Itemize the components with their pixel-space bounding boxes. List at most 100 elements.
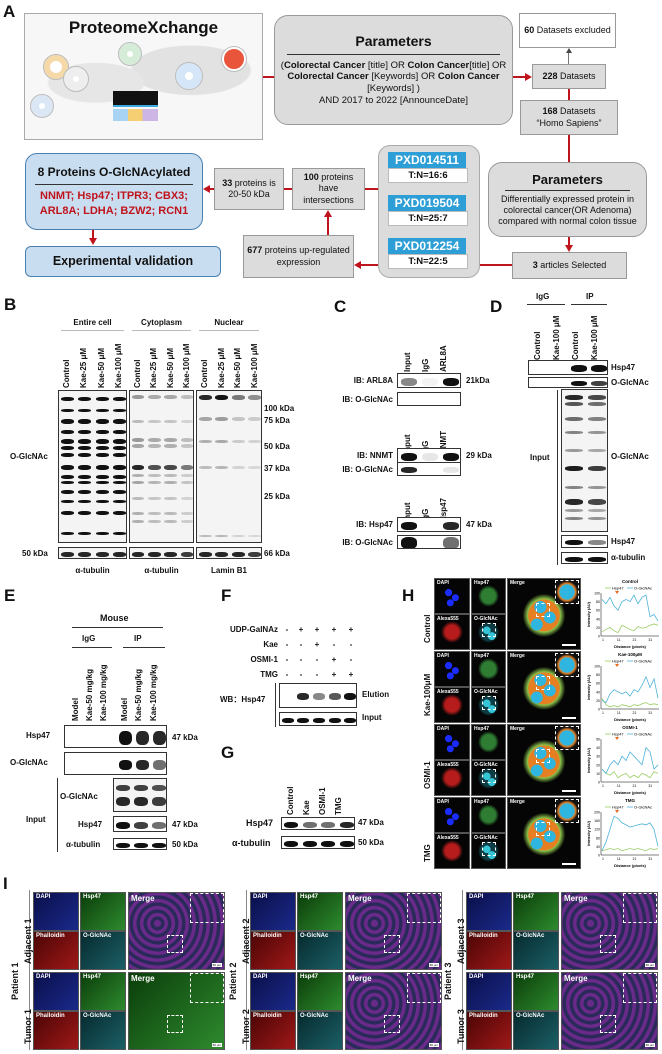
x-tick-label: 31	[648, 638, 652, 642]
y-tick-label: 80	[596, 673, 600, 677]
proteomexchange-title: ProteomeXchange	[68, 18, 219, 37]
y-tick-label: 20	[596, 626, 600, 630]
y-tick-label: 80	[596, 836, 600, 840]
blot-band	[339, 821, 354, 828]
blot-band	[61, 474, 75, 479]
blot-band	[78, 396, 92, 401]
blot-band	[588, 394, 607, 400]
panorama-logo-icon	[30, 94, 54, 118]
blot-band	[164, 465, 177, 470]
blot-band	[116, 821, 130, 829]
inset-zoom	[623, 973, 657, 1003]
group-header: Entire cell	[73, 318, 112, 327]
blot-band	[112, 430, 126, 435]
plot-title: Kae-100μM	[618, 652, 642, 657]
input-label: Input	[530, 453, 550, 462]
mw-marker: 25 kDa	[264, 492, 290, 501]
elution-blot	[279, 683, 357, 708]
blot-band	[564, 416, 583, 421]
hsp47-image: Hsp47	[471, 724, 506, 760]
channel-label: O-GlcNAc	[516, 1013, 545, 1019]
y-tick-label: 120	[594, 828, 600, 832]
blot-band	[231, 416, 245, 421]
lane-label: ARL8A	[439, 345, 448, 372]
y-tick-label: 60	[596, 609, 600, 613]
patient-label: Patient 3	[443, 962, 453, 1000]
alpha-tubulin-blot	[58, 547, 127, 559]
blot-row-label: Hsp47	[246, 818, 274, 828]
panel-label-i: I	[3, 874, 8, 893]
hsp47-image: Hsp47	[471, 797, 506, 833]
lane-label: Kae-25 μM	[79, 347, 89, 388]
blot-band	[164, 473, 177, 477]
scale-bar	[562, 863, 576, 865]
y-tick-label: 160	[594, 819, 600, 823]
arrow-down-icon	[565, 245, 573, 252]
ib-label: IB: Hsp47	[356, 520, 393, 529]
blot-band	[180, 395, 193, 400]
blot-band	[302, 821, 317, 828]
blot-band	[131, 444, 145, 449]
mw-marker: 75 kDa	[264, 416, 290, 425]
legend-label: Hsp47	[612, 732, 624, 737]
oglcnac-image: O-GlcNAc	[80, 931, 126, 970]
blot-band	[248, 439, 261, 443]
peptideatlas-logo-icon	[43, 54, 69, 80]
dapi-image: DAPI	[250, 972, 296, 1011]
blot-band	[215, 551, 228, 557]
y-tick-label: 10	[596, 772, 600, 776]
blot-band	[78, 430, 92, 435]
blot-band	[164, 437, 177, 442]
scale-bar	[562, 644, 576, 646]
x-axis-label: Distance (pixels)	[614, 863, 646, 868]
dapi-image: DAPI	[434, 724, 470, 760]
condition-sign: -	[299, 670, 303, 679]
jpost-logo-icon	[222, 47, 246, 71]
articles-count: 3	[532, 259, 538, 270]
hsp47-image: Hsp47	[80, 892, 126, 931]
lane-label: Input	[403, 352, 412, 372]
zoom-region	[482, 842, 496, 856]
channel-label: Merge	[564, 974, 588, 983]
alpha-tubulin-blot	[129, 547, 194, 559]
panel-label-e: E	[4, 586, 16, 605]
hsp47-image: Hsp47	[513, 892, 559, 931]
oglcnac-blot-entire-cell	[58, 390, 127, 543]
size-filter-box: 33 proteins is 20-50 kDa	[214, 168, 284, 210]
y-tick-label: 100	[594, 592, 600, 596]
blot-band	[564, 485, 583, 489]
pxd-id: PXD019504	[388, 195, 466, 211]
parameters2-title: Parameters	[532, 171, 603, 187]
x-axis-label: Distance (pixels)	[614, 717, 646, 722]
blot-band	[164, 420, 177, 424]
condition-sign: -	[349, 655, 353, 664]
mw-marker: 47 kDa	[466, 520, 492, 529]
blot-band	[61, 409, 75, 413]
blot-band	[588, 485, 607, 489]
lane-label: Kae	[302, 800, 311, 815]
zoom-region	[167, 1015, 183, 1033]
ib-label: IB: O-GlcNAc	[342, 538, 393, 547]
blot-band	[231, 439, 245, 443]
connector	[568, 89, 570, 100]
divider	[504, 189, 631, 191]
axis	[600, 593, 659, 637]
x-tick-label: 11	[617, 638, 621, 642]
blot-band	[571, 365, 587, 372]
blot-band	[198, 466, 212, 469]
oglcnac-input-blot	[113, 778, 167, 812]
connector	[365, 188, 378, 190]
blot-band	[588, 498, 607, 505]
blot-row-label: O-GlcNAc	[10, 758, 48, 767]
alpha-tubulin-blot	[561, 552, 608, 564]
merge-image: Merge	[507, 724, 581, 796]
blot-band	[148, 551, 161, 557]
condition-sign: +	[298, 625, 304, 634]
query-term: Colon Cancer	[407, 59, 470, 71]
blot-band	[95, 474, 109, 479]
blot-band	[131, 511, 145, 515]
